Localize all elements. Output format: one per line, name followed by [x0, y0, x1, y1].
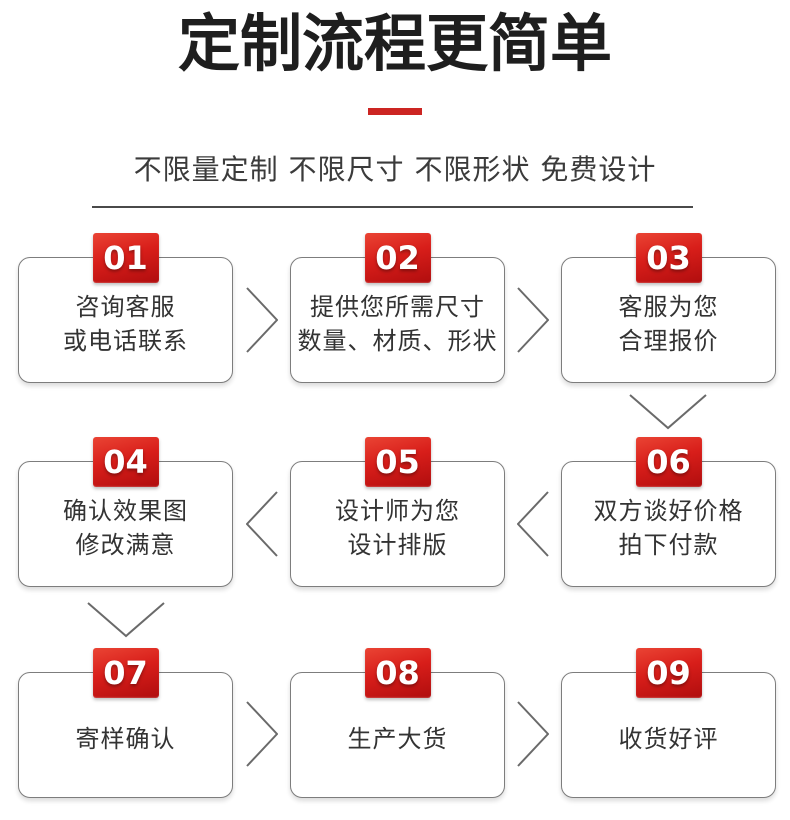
chevron-left-icon — [516, 491, 549, 561]
step-label: 提供您所需尺寸 数量、材质、形状 — [297, 293, 498, 355]
step-number-badge: 07 — [92, 648, 159, 698]
step-box-09: 09 收货好评 — [561, 648, 776, 798]
step-box-06: 06 双方谈好价格 拍下付款 — [561, 437, 776, 587]
page-subtitle: 不限量定制 不限尺寸 不限形状 免费设计 — [133, 153, 657, 186]
step-number-badge: 08 — [364, 648, 431, 698]
step-label: 客服为您 合理报价 — [618, 293, 719, 355]
step-box-03: 03 客服为您 合理报价 — [561, 233, 776, 383]
step-label: 确认效果图 修改满意 — [63, 497, 188, 559]
step-box-05: 05 设计师为您 设计排版 — [290, 437, 505, 587]
subtitle-rule — [92, 206, 693, 208]
chevron-down-icon — [629, 394, 707, 434]
step-label: 寄样确认 — [75, 725, 176, 753]
step-number-badge: 09 — [635, 648, 702, 698]
step-box-07: 07 寄样确认 — [18, 648, 233, 798]
step-label: 双方谈好价格 拍下付款 — [593, 497, 744, 559]
step-number-badge: 05 — [364, 437, 431, 487]
chevron-right-icon — [246, 701, 279, 771]
step-number-badge: 03 — [635, 233, 702, 283]
title-divider — [368, 108, 422, 115]
chevron-left-icon — [245, 491, 278, 561]
step-label: 咨询客服 或电话联系 — [63, 293, 188, 355]
step-number-badge: 04 — [92, 437, 159, 487]
step-box-08: 08 生产大货 — [290, 648, 505, 798]
page-title: 定制流程更简单 — [177, 7, 612, 80]
step-box-02: 02 提供您所需尺寸 数量、材质、形状 — [290, 233, 505, 383]
chevron-right-icon — [517, 287, 550, 357]
step-number-badge: 06 — [635, 437, 702, 487]
chevron-right-icon — [246, 287, 279, 357]
step-number-badge: 02 — [364, 233, 431, 283]
chevron-down-icon — [87, 602, 165, 642]
step-label: 生产大货 — [347, 725, 448, 753]
step-box-01: 01 咨询客服 或电话联系 — [18, 233, 233, 383]
chevron-right-icon — [517, 701, 550, 771]
step-box-04: 04 确认效果图 修改满意 — [18, 437, 233, 587]
step-label: 收货好评 — [618, 725, 719, 753]
step-label: 设计师为您 设计排版 — [335, 497, 460, 559]
step-number-badge: 01 — [92, 233, 159, 283]
